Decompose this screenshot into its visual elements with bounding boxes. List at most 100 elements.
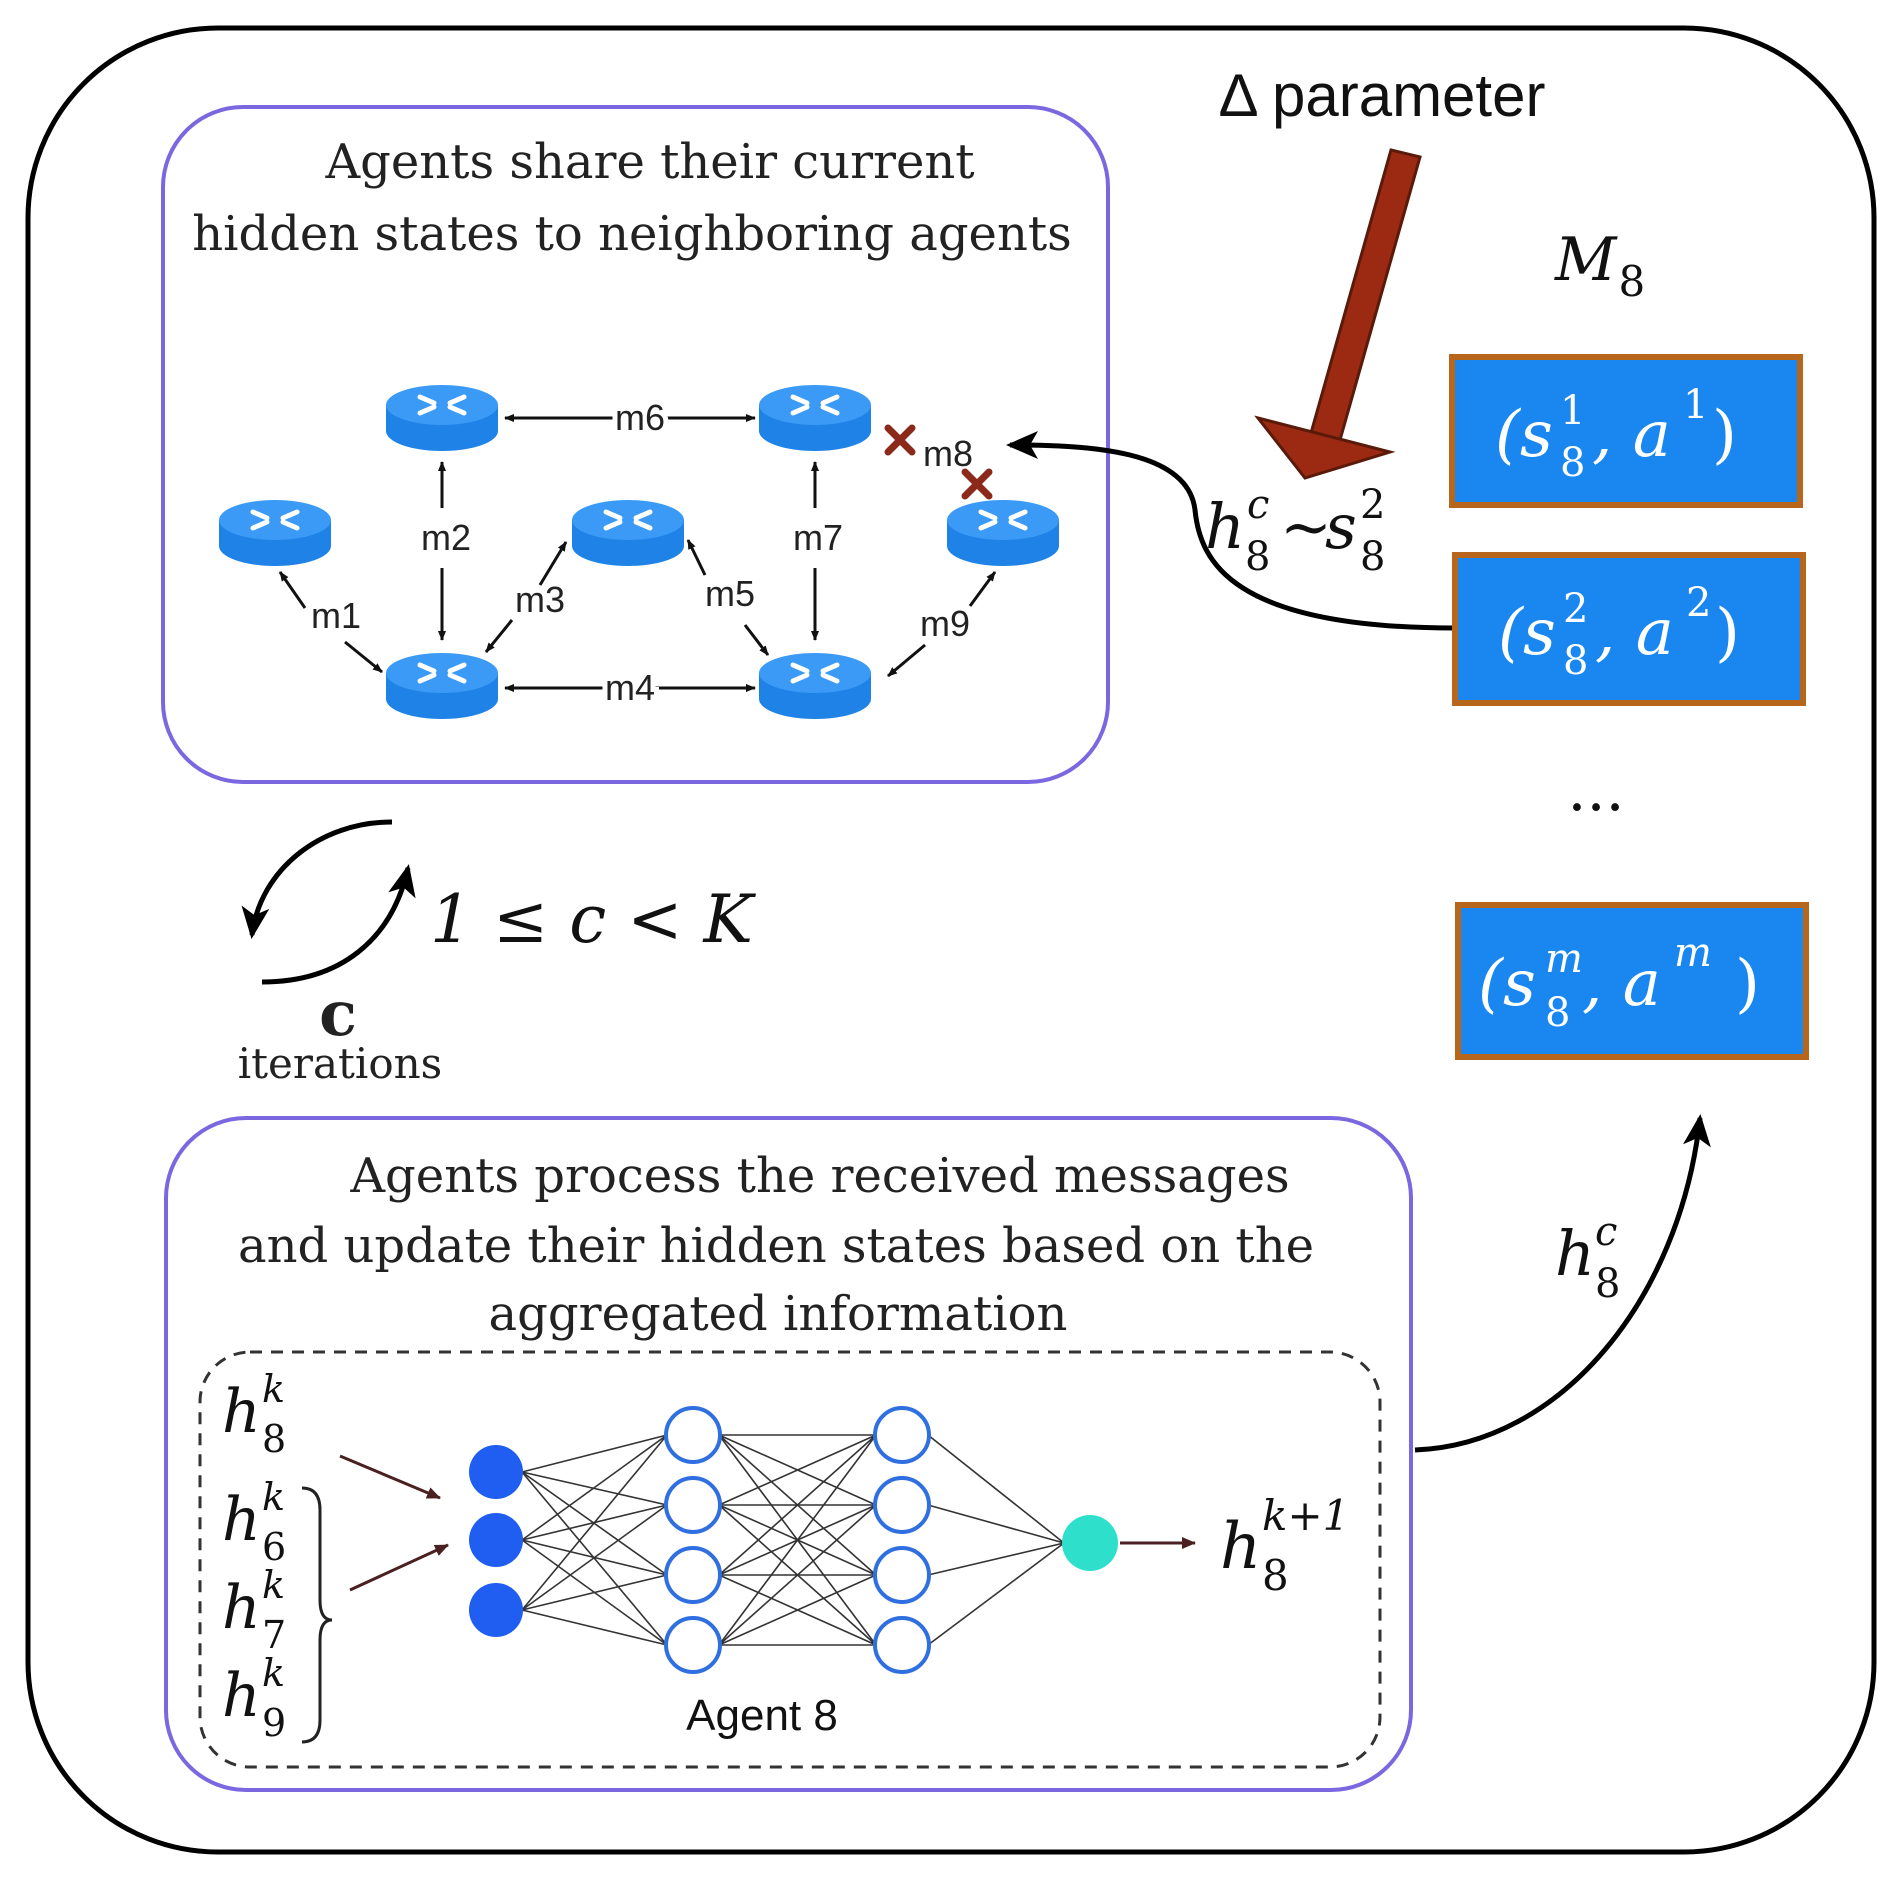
svg-text:hc: hc bbox=[1205, 482, 1269, 563]
nn-edge-8 bbox=[521, 1434, 668, 1611]
svg-text:8: 8 bbox=[1560, 440, 1585, 486]
svg-text:8: 8 bbox=[262, 1417, 286, 1461]
nn-edge-26 bbox=[718, 1574, 877, 1646]
svg-text:h: h bbox=[1220, 1510, 1261, 1584]
link-m5-lower-line bbox=[743, 624, 770, 656]
feedback-arrow bbox=[1414, 1114, 1711, 1453]
link-m2-label: m2 bbox=[421, 517, 471, 558]
top-panel bbox=[161, 105, 1110, 784]
link-m5-label: m5 bbox=[705, 573, 755, 614]
loop-cycle-icon bbox=[241, 819, 416, 985]
svg-text:): ) bbox=[1715, 596, 1740, 670]
agent-label: Agent 8 bbox=[686, 1691, 838, 1740]
svg-text:k: k bbox=[262, 1367, 285, 1411]
sample-eq-h: h bbox=[1205, 490, 1245, 563]
svg-text:h: h bbox=[1555, 1217, 1595, 1290]
link-m4-label: m4 bbox=[605, 667, 655, 708]
nn-connections bbox=[521, 1434, 1065, 1646]
nn-input-layer bbox=[469, 1445, 523, 1637]
outer-frame bbox=[25, 25, 1877, 1855]
svg-text:k+1: k+1 bbox=[1262, 1491, 1349, 1540]
svg-text:m: m bbox=[1674, 930, 1712, 976]
hidden2-node-3 bbox=[873, 1546, 931, 1604]
nn-edge-20 bbox=[718, 1434, 877, 1576]
sample-equation: hc 8 ~ s 2 8 bbox=[1205, 482, 1385, 580]
broken-link-marks bbox=[884, 424, 993, 500]
svg-text:8: 8 bbox=[1563, 638, 1588, 684]
link-m3-lower-line bbox=[484, 619, 514, 653]
nn-hidden-layer-1 bbox=[664, 1406, 722, 1674]
delta-parameter-label: Δ parameter bbox=[1219, 62, 1546, 129]
bottom-panel-title-line3: aggregated information bbox=[489, 1286, 1068, 1342]
nn-edge-9 bbox=[521, 1504, 668, 1611]
svg-text:2: 2 bbox=[1686, 580, 1711, 626]
sample-eq-s-sup: 2 bbox=[1360, 482, 1385, 528]
input-arrow-neighbors bbox=[349, 1543, 449, 1592]
link-m3-label: m3 bbox=[515, 579, 565, 620]
hidden1-node-4 bbox=[664, 1616, 722, 1674]
router-center-icon bbox=[572, 500, 684, 566]
svg-text:, a: , a bbox=[1592, 398, 1671, 472]
link-m3-upper-line bbox=[538, 541, 568, 586]
nn-edge-10 bbox=[521, 1574, 668, 1611]
svg-text:1: 1 bbox=[1560, 388, 1585, 434]
top-panel-title-line1: Agents share their current bbox=[324, 134, 974, 190]
hidden2-node-4 bbox=[873, 1616, 931, 1674]
memory-ellipsis: ... bbox=[1567, 755, 1624, 825]
link-m1-lower-line bbox=[344, 640, 383, 674]
nn-edge-31 bbox=[927, 1542, 1065, 1646]
top-panel-title-line2: hidden states to neighboring agents bbox=[192, 206, 1072, 262]
cross-mark-upper-icon bbox=[884, 424, 916, 456]
nn-edge-4 bbox=[521, 1434, 668, 1541]
input-node-2 bbox=[469, 1513, 523, 1567]
loop-letter: c bbox=[319, 977, 357, 1050]
svg-text:, a: , a bbox=[1582, 947, 1661, 1021]
input-h7k: h bbox=[222, 1573, 261, 1643]
neighbor-brace bbox=[301, 1486, 333, 1744]
output-node bbox=[1062, 1515, 1118, 1571]
hidden1-node-2 bbox=[664, 1476, 722, 1534]
svg-text:m: m bbox=[1545, 936, 1583, 982]
nn-output-label: h k+1 8 bbox=[1220, 1491, 1349, 1600]
nn-edge-11 bbox=[521, 1609, 668, 1646]
svg-text:6: 6 bbox=[262, 1525, 286, 1569]
router-top-right-icon bbox=[759, 385, 871, 451]
svg-text:k: k bbox=[262, 1651, 285, 1695]
svg-text:2: 2 bbox=[1563, 586, 1588, 632]
delta-arrow-icon bbox=[1254, 148, 1422, 480]
svg-text:): ) bbox=[1735, 947, 1760, 1021]
link-m1-upper-line bbox=[278, 571, 307, 609]
cross-mark-lower-icon bbox=[961, 468, 993, 500]
nn-edge-25 bbox=[718, 1504, 877, 1646]
loop-range: 1 ≤ c < K bbox=[430, 881, 756, 958]
memory-entry-m: (s m 8 , a m ) bbox=[1455, 902, 1809, 1060]
nn-input-labels: h k 8 h k 6 h k 7 h k 9 bbox=[222, 1367, 286, 1745]
nn-edge-0 bbox=[521, 1434, 668, 1473]
svg-text:k: k bbox=[262, 1475, 285, 1519]
nn-edge-1 bbox=[521, 1471, 668, 1506]
sample-arrow bbox=[1006, 431, 1456, 631]
input-node-1 bbox=[469, 1445, 523, 1499]
memory-title: M8 bbox=[1554, 225, 1645, 306]
router-top-left-icon bbox=[386, 385, 498, 451]
router-bottom-left-icon bbox=[386, 653, 498, 719]
hidden1-node-1 bbox=[664, 1406, 722, 1464]
link-m7-label: m7 bbox=[793, 517, 843, 558]
nn-hidden-layer-2 bbox=[873, 1406, 931, 1674]
svg-text:(s: (s bbox=[1495, 398, 1553, 472]
input-h9k: h bbox=[222, 1661, 261, 1731]
input-arrow-self bbox=[339, 1454, 441, 1500]
svg-text:9: 9 bbox=[262, 1701, 286, 1745]
network-links bbox=[278, 414, 997, 692]
link-m5-upper-line bbox=[686, 539, 707, 576]
bottom-panel-title-line1: Agents process the received messages bbox=[349, 1148, 1289, 1204]
svg-text:1: 1 bbox=[1683, 382, 1708, 428]
nn-edge-3 bbox=[521, 1471, 668, 1646]
svg-text:8: 8 bbox=[1545, 990, 1570, 1036]
svg-text:8: 8 bbox=[1595, 1261, 1620, 1307]
sample-eq-s: s bbox=[1325, 490, 1357, 563]
memory-entry-1: (s 1 8 , a 1 ) bbox=[1449, 354, 1803, 508]
nn-edge-29 bbox=[927, 1504, 1065, 1544]
